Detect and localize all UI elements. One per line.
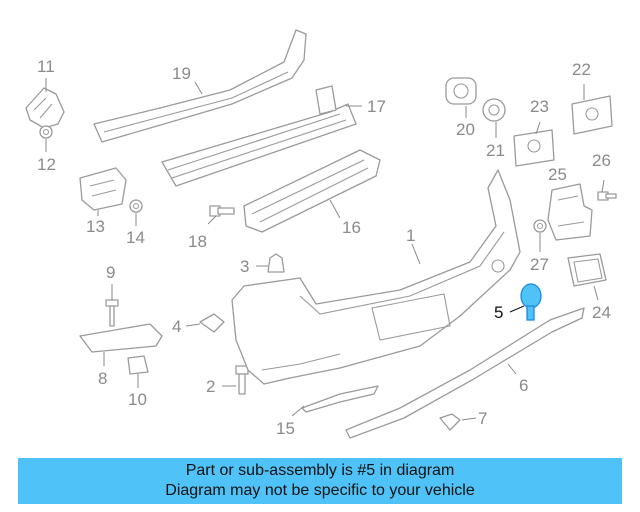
part-4-clip [185,313,225,333]
callout-17: 17 [367,97,386,116]
callout-2: 2 [206,377,216,396]
callout-25: 25 [548,165,567,184]
part-22-bracket [571,84,613,135]
callout-22: 22 [572,60,591,79]
part-9-screw [105,284,119,327]
callout-11: 11 [37,57,55,76]
part-27-nut [533,219,547,252]
part-16-absorber [243,149,381,233]
banner-line-1: Part or sub-assembly is #5 in diagram [185,462,455,479]
diagram-drawing [25,29,617,439]
part-20-sensor [445,77,477,118]
callout-15: 15 [276,419,295,438]
part-1-bumper-cover [231,169,521,385]
parts-diagram [25,29,617,439]
part-23-bracket [513,121,555,167]
callout-9: 9 [106,263,116,282]
part-11-bracket [25,78,65,129]
callout-20: 20 [456,120,475,139]
callout-4: 4 [172,317,182,336]
callout-10: 10 [128,390,147,409]
part-24-module [567,253,607,301]
callout-18: 18 [188,232,207,251]
callout-16: 16 [342,218,361,237]
part-8-bracket [79,323,163,366]
part-10-clip [127,355,149,388]
callout-24: 24 [592,303,611,322]
callout-21: 21 [486,141,505,160]
part-5-highlighted[interactable] [509,283,542,321]
callout-14: 14 [126,228,145,247]
callout-13: 13 [86,217,105,236]
callout-8: 8 [98,369,108,388]
callout-7: 7 [478,409,488,428]
part-14-nut [129,199,143,226]
part-3-clip [256,253,285,273]
callout-27: 27 [530,255,549,274]
part-25-bracket [547,183,593,241]
banner-line-2: Diagram may not be specific to your vehi… [165,482,475,499]
part-2-bolt [222,365,249,395]
part-17-reinforcement [161,85,362,187]
callout-1: 1 [406,226,416,245]
part-18-bolt [207,205,235,225]
info-banner: Part or sub-assembly is #5 in diagram Di… [18,458,622,504]
callout-12: 12 [37,155,56,174]
part-19-upper-bar [93,29,307,143]
callout-23: 23 [530,97,549,116]
part-26-screw [597,179,617,201]
callout-3: 3 [240,257,250,276]
callout-26: 26 [592,151,611,170]
part-7-clip [439,413,477,431]
callout-5[interactable]: 5 [494,303,504,322]
part-13-bracket [79,167,127,216]
part-21-bezel [482,98,506,138]
part-12-nut [39,125,53,152]
part-6-lower-strip [345,307,585,439]
callout-19: 19 [172,64,191,83]
part-15-molding [291,385,379,417]
callout-6: 6 [519,376,529,395]
